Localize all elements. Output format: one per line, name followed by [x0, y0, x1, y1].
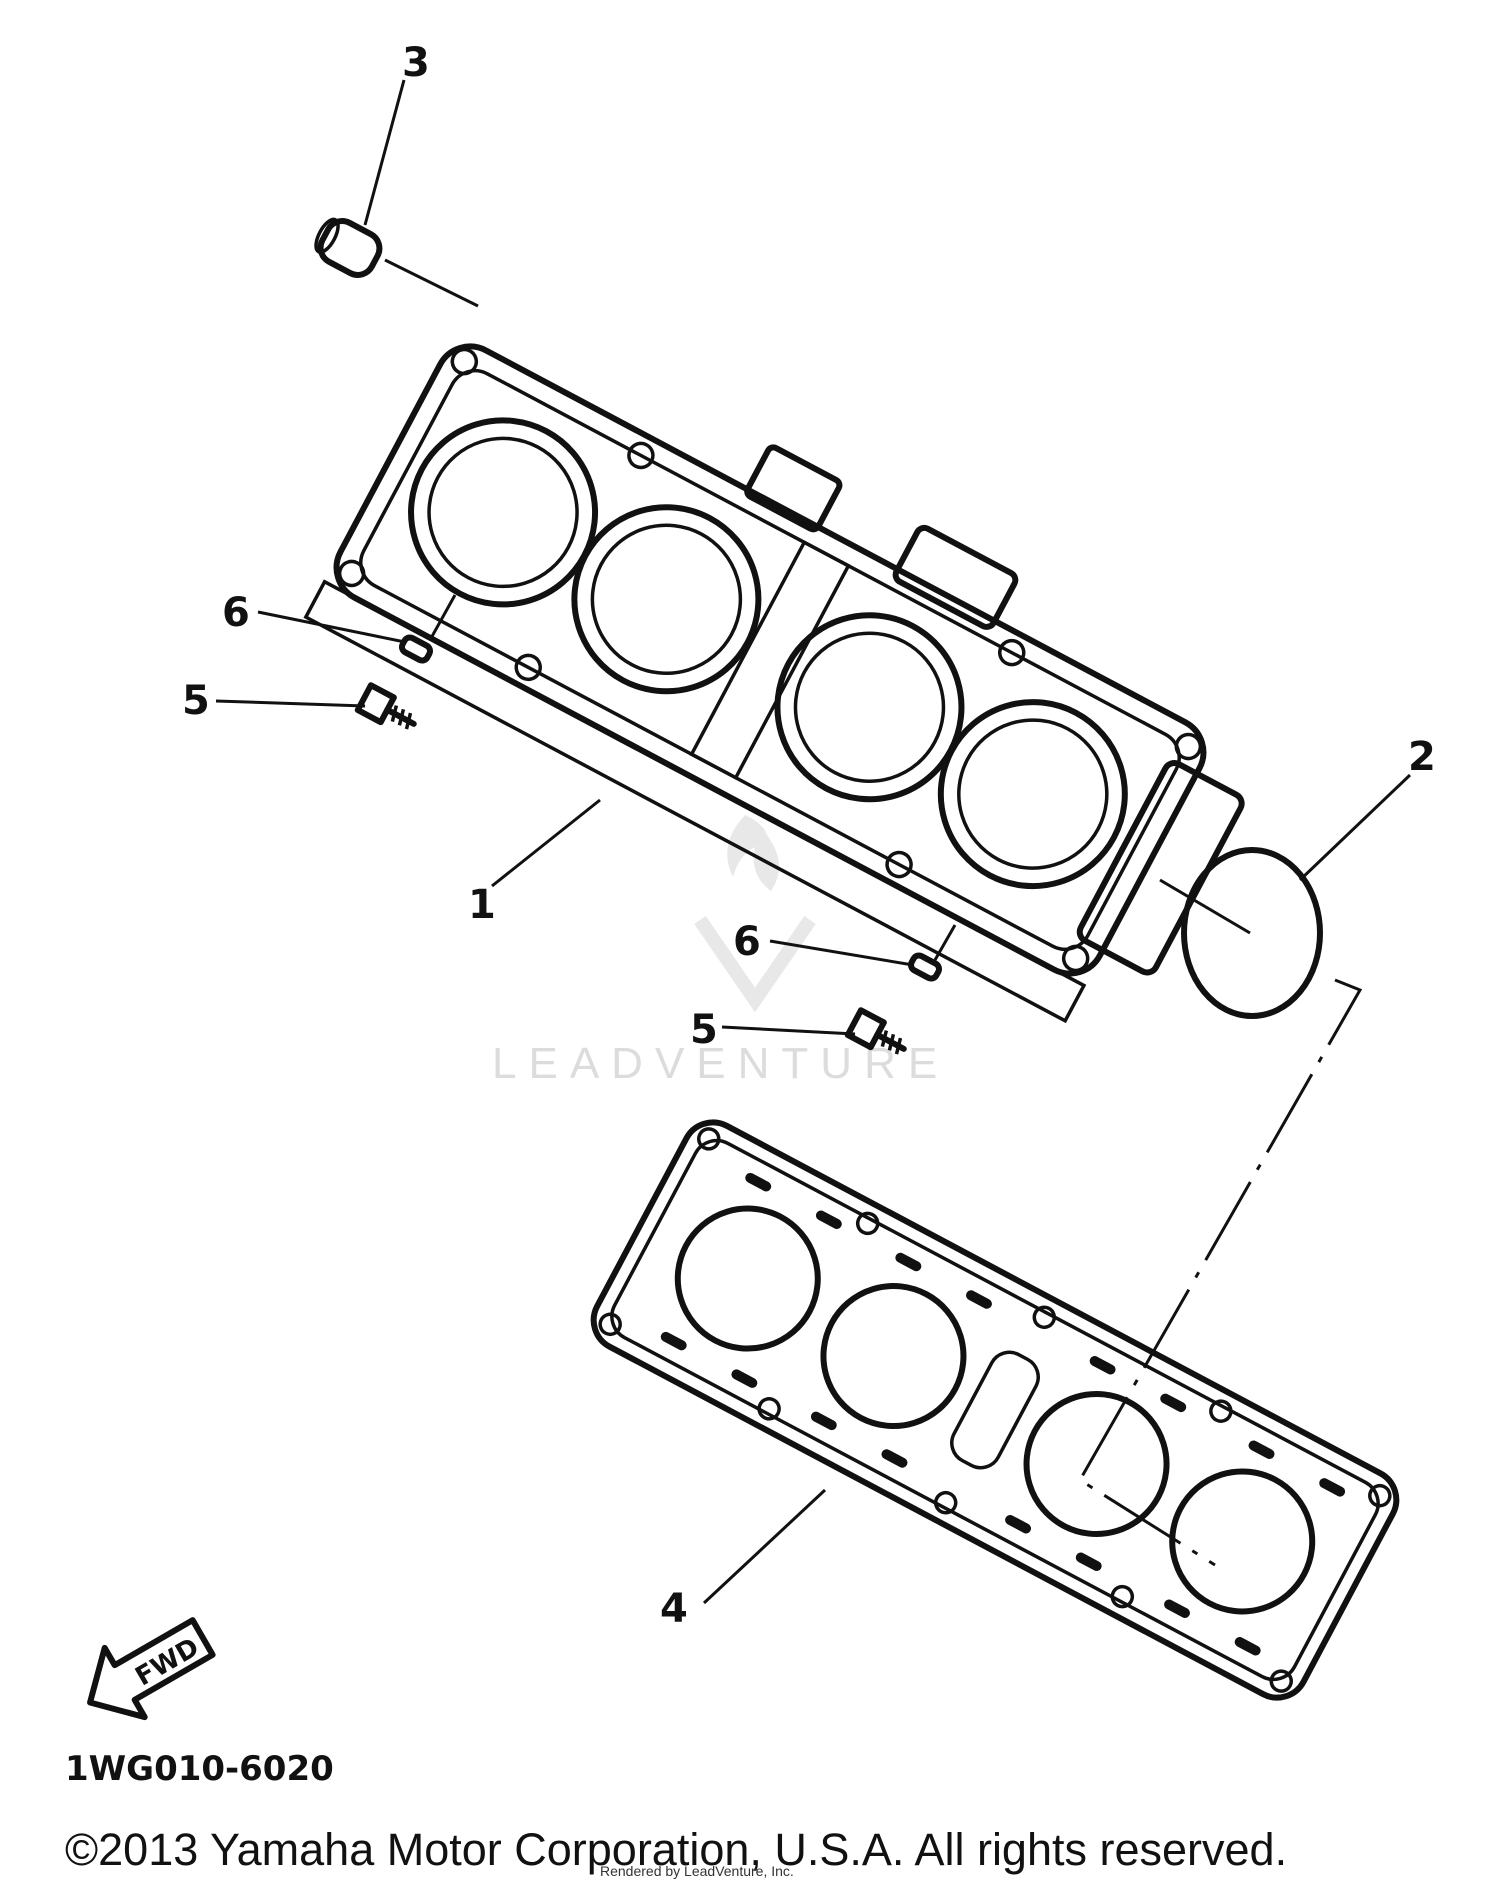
- leader-line-1: [491, 798, 601, 888]
- callout-5-lower: 5: [690, 1007, 718, 1053]
- callout-6-lower: 6: [733, 919, 761, 965]
- leader-line-6a: [257, 610, 406, 644]
- o-ring[interactable]: [1181, 847, 1323, 1019]
- washer-lower[interactable]: [907, 952, 943, 982]
- leader-line-3b: [384, 258, 479, 308]
- leader-line-5a: [215, 699, 366, 708]
- fwd-arrow-icon: FWD: [87, 1617, 216, 1721]
- leader-line-3: [363, 79, 406, 226]
- leader-line-2: [1298, 773, 1412, 882]
- o-ring-alignment-line: [1077, 978, 1363, 1567]
- leadventure-watermark: LEADVENTURE: [492, 815, 949, 1088]
- callout-5-upper: 5: [182, 678, 210, 724]
- coolant-outlet-boss: [744, 444, 843, 533]
- bolt-lower[interactable]: [844, 1007, 911, 1061]
- callout-2: 2: [1408, 734, 1436, 780]
- v-mark-icon: [694, 916, 816, 1013]
- callout-1: 1: [468, 882, 496, 928]
- bolt-upper[interactable]: [354, 682, 421, 736]
- leader-line-2b: [1159, 878, 1251, 935]
- callout-6-upper: 6: [222, 590, 250, 636]
- diagram-code: 1WG010-6020: [65, 1749, 334, 1789]
- cylinder-gasket[interactable]: [583, 1112, 1407, 1708]
- leader-line-4: [702, 1488, 827, 1605]
- bolt-alignment-line-a: [428, 594, 457, 641]
- leader-line-6b: [769, 939, 914, 967]
- watermark-text: LEADVENTURE: [492, 1039, 949, 1088]
- bolt-alignment-line-b: [933, 924, 957, 961]
- flame-icon: [727, 815, 780, 891]
- copyright-text: ©2013 Yamaha Motor Corporation, U.S.A. A…: [65, 1824, 1287, 1875]
- dowel-pin[interactable]: [310, 213, 385, 281]
- callout-3: 3: [402, 40, 430, 86]
- leader-line-5b: [721, 1025, 856, 1036]
- rendered-by-text: Rendered by LeadVenture, Inc.: [600, 1863, 794, 1879]
- callout-4: 4: [660, 1586, 688, 1632]
